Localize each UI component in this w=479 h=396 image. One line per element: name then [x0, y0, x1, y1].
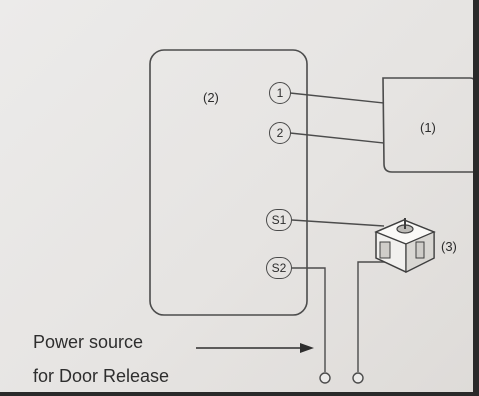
wire-s1	[291, 219, 385, 227]
controller-label: (2)	[203, 90, 219, 105]
arrow-right-icon	[196, 343, 314, 353]
button-label: (3)	[441, 239, 457, 254]
wire-button	[357, 261, 385, 372]
caption-line-1: Power source	[33, 332, 144, 352]
push-button-icon	[374, 218, 436, 273]
pin-1: 1	[269, 82, 291, 104]
pin-s2: S2	[266, 257, 292, 279]
wire-pin2	[289, 132, 385, 144]
terminal-right	[352, 372, 364, 384]
terminal-left	[319, 372, 331, 384]
wire-pin1	[289, 92, 385, 104]
controller-box	[149, 49, 308, 316]
wire-s2	[292, 267, 326, 372]
caption-line-2: for Door Release	[33, 366, 170, 386]
pin-2: 2	[269, 122, 291, 144]
device-label: (1)	[420, 120, 436, 135]
frame-edge-bottom	[0, 392, 479, 396]
pin-s1: S1	[266, 209, 292, 231]
